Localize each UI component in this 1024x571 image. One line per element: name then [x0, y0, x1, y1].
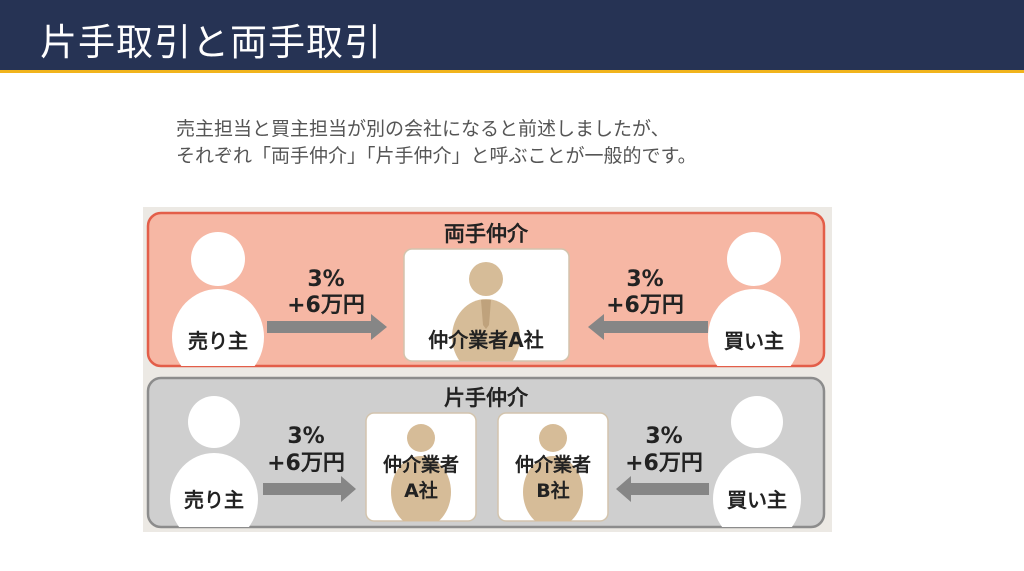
ryote-panel: 両手仲介 売り主 買い主 3% +6万円 3% +6万円	[146, 211, 826, 368]
buyer-person-icon	[708, 232, 800, 366]
seller-person-icon	[170, 396, 258, 527]
agent-person-icon	[452, 262, 520, 361]
ryote-buyer-fee-fixed: +6万円	[606, 293, 684, 318]
katate-agent-b-line1: 仲介業者	[515, 453, 591, 476]
katate-agent-a-line2: A社	[404, 479, 438, 502]
page-title: 片手取引と両手取引	[40, 21, 382, 64]
right-arrow-icon	[267, 314, 387, 340]
ryote-buyer-label: 買い主	[724, 329, 784, 353]
agent-person-icon	[523, 424, 583, 521]
katate-buyer-fee-rate: 3%	[645, 424, 682, 449]
katate-agent-b-line2: B社	[536, 479, 569, 502]
ryote-agent-label: 仲介業者A社	[428, 328, 543, 352]
right-arrow-icon	[263, 476, 356, 502]
brokerage-diagram: 両手仲介 売り主 買い主 3% +6万円 3% +6万円	[143, 207, 832, 532]
katate-seller-label: 売り主	[184, 488, 244, 512]
ryote-buyer-fee-rate: 3%	[626, 267, 663, 292]
header-bar: 片手取引と両手取引	[0, 0, 1024, 73]
buyer-person-icon	[713, 396, 801, 527]
brokerage-diagram-svg: 両手仲介 売り主 買い主 3% +6万円 3% +6万円	[146, 211, 826, 529]
ryote-seller-fee-fixed: +6万円	[287, 293, 365, 318]
description-line-2: それぞれ「両手仲介」「片手仲介」と呼ぶことが一般的です。	[176, 145, 697, 167]
ryote-seller-label: 売り主	[188, 329, 248, 353]
katate-buyer-label: 買い主	[727, 488, 787, 512]
description-line-1: 売主担当と買主担当が別の会社になると前述しましたが、	[176, 118, 670, 140]
header-accent-rule	[0, 70, 1024, 73]
ryote-title: 両手仲介	[444, 222, 529, 246]
katate-seller-fee-fixed: +6万円	[267, 451, 345, 476]
left-arrow-icon	[616, 476, 709, 502]
ryote-seller-fee-rate: 3%	[307, 267, 344, 292]
katate-seller-fee-rate: 3%	[287, 424, 324, 449]
katate-panel: 片手仲介 売り主 買い主 3% +6万円 3% +6万円 仲介業者	[146, 376, 826, 529]
description: 売主担当と買主担当が別の会社になると前述しましたが、 それぞれ「両手仲介」「片手…	[176, 116, 697, 170]
left-arrow-icon	[588, 314, 708, 340]
katate-buyer-fee-fixed: +6万円	[625, 451, 703, 476]
katate-agent-a-line1: 仲介業者	[383, 453, 459, 476]
katate-title: 片手仲介	[444, 386, 529, 410]
agent-person-icon	[391, 424, 451, 521]
seller-person-icon	[172, 232, 264, 366]
